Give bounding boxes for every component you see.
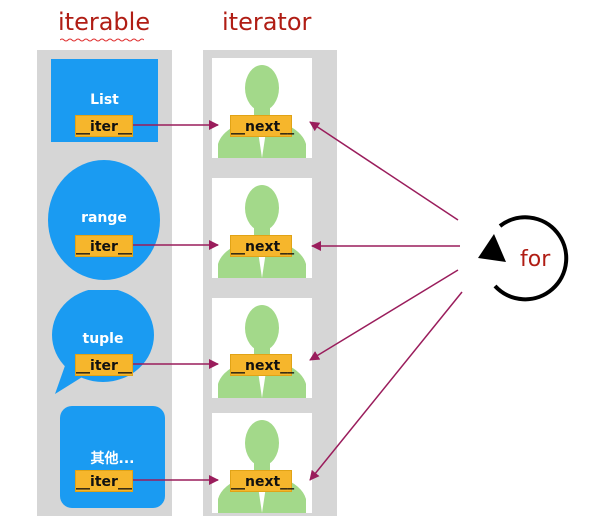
range-label: range [81,210,127,226]
other-label: 其他... [90,451,135,467]
iterator-next-tag: __next__ [230,470,294,492]
list-label: List [90,92,119,108]
iterator-next-tag: __next__ [230,354,294,376]
for-arrow [309,269,459,361]
list-iter-tag: __iter__ [75,115,133,137]
spellcheck-underline [60,38,144,42]
iterator-card [212,178,312,278]
iterator-next-tag: __next__ [230,235,294,257]
for-label: for [520,247,551,272]
iterator-heading: iterator [222,8,312,36]
iterator-next-tag: __next__ [230,115,294,137]
circular-arrow-icon [478,215,569,302]
range-iter-tag: __iter__ [75,235,133,257]
other-rounded-box: 其他... [60,406,165,508]
tuple-iter-tag: __iter__ [75,354,133,376]
for-arrow [309,291,463,481]
other-iter-tag: __iter__ [75,470,133,492]
range-ellipse: range [48,160,160,280]
tuple-label: tuple [82,331,124,347]
iterable-heading: iterable [58,8,151,36]
for-arrow [309,121,459,221]
